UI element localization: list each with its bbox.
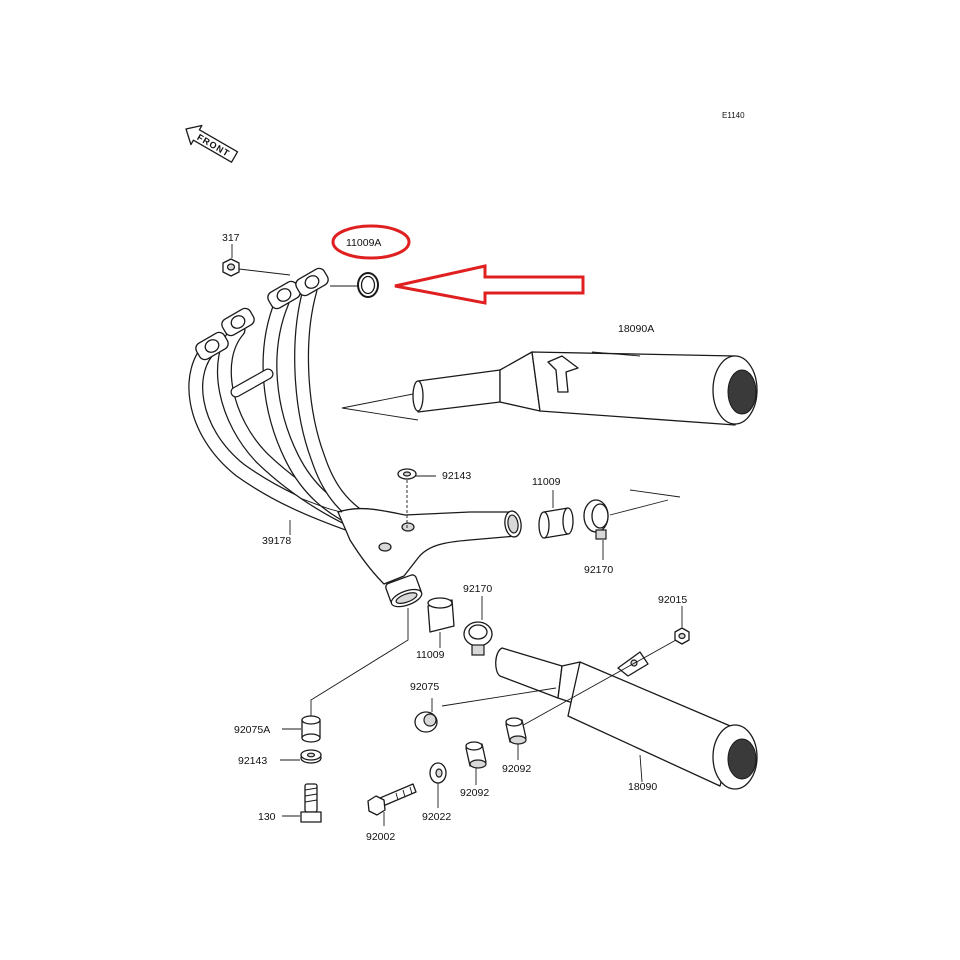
bolt-92002 xyxy=(367,783,417,826)
label-92170-right: 92170 xyxy=(584,564,613,576)
label-92015: 92015 xyxy=(658,594,687,606)
muffler-18090a xyxy=(341,351,758,426)
header-flanges xyxy=(195,267,329,361)
label-92075: 92075 xyxy=(410,681,439,693)
label-92092-right: 92092 xyxy=(502,763,531,775)
grommet-92143-top xyxy=(397,468,436,528)
label-18090: 18090 xyxy=(628,781,657,793)
label-92022: 92022 xyxy=(422,811,451,823)
clamp-92170-lower xyxy=(463,596,493,656)
clamp-92170-right xyxy=(583,489,681,560)
label-92092-left: 92092 xyxy=(460,787,489,799)
label-130: 130 xyxy=(258,811,276,823)
label-317: 317 xyxy=(222,232,240,244)
grommet-92075 xyxy=(414,687,557,733)
label-92170-lower: 92170 xyxy=(463,583,492,595)
highlight-circle xyxy=(331,224,411,260)
label-92143-top: 92143 xyxy=(442,470,471,482)
label-11009-right: 11009 xyxy=(532,476,561,488)
gasket-11009-right xyxy=(538,490,574,539)
label-92002: 92002 xyxy=(366,831,395,843)
bolt-130 xyxy=(282,783,322,823)
collector-body xyxy=(299,497,522,608)
front-arrow-icon: FRONT xyxy=(185,124,239,163)
diagram-code: E1140 xyxy=(722,111,745,120)
collar-92143-lower xyxy=(280,749,322,764)
nut-92015 xyxy=(517,606,690,729)
highlight-arrow-icon xyxy=(394,264,585,305)
nut-317 xyxy=(222,244,291,277)
collar-92092-right xyxy=(505,717,527,760)
grommet-92075a xyxy=(282,608,409,743)
collar-92092-left xyxy=(465,741,487,785)
label-92075a: 92075A xyxy=(234,724,270,736)
label-92143-lower: 92143 xyxy=(238,755,267,767)
label-18090a: 18090A xyxy=(618,323,654,335)
label-39178: 39178 xyxy=(262,535,291,547)
washer-92022 xyxy=(429,762,447,808)
gasket-11009-lower xyxy=(427,597,455,648)
exhaust-header-pipes xyxy=(188,282,372,533)
gasket-11009a xyxy=(330,272,379,298)
label-11009-lower: 11009 xyxy=(416,649,445,661)
label-11009a: 11009A xyxy=(346,237,381,249)
